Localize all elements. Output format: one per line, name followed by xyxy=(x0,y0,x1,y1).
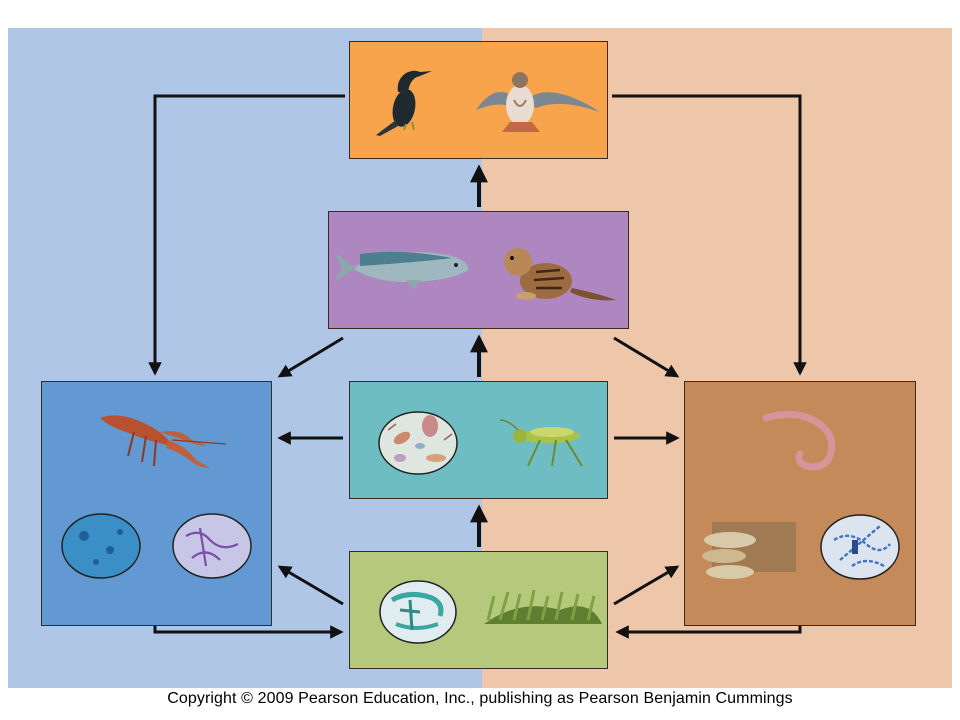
arrow-top-to-right xyxy=(612,94,807,376)
microbe-icon xyxy=(61,513,141,579)
earthworm-icon xyxy=(762,410,836,471)
arrow-left-to-bottom xyxy=(153,625,344,639)
fungi-icon xyxy=(702,522,796,579)
grasshopper-icon xyxy=(499,419,583,467)
arrow-right-to-bottom xyxy=(615,625,802,639)
arrow-mid-to-right xyxy=(613,336,680,378)
cormorant-icon xyxy=(376,70,432,136)
ground-squirrel-icon xyxy=(504,248,616,301)
grass-icon xyxy=(484,589,602,624)
secondary-consumers-box xyxy=(328,211,629,329)
arrow-top-to-left xyxy=(148,94,345,376)
arrow-bottom-to-left xyxy=(277,565,344,606)
decomposers-box xyxy=(684,381,916,626)
phytoplankton-icon xyxy=(379,580,457,644)
hawk-icon xyxy=(476,72,600,132)
fish-icon xyxy=(334,251,469,290)
bacteria-icon xyxy=(820,514,900,580)
microbe-icon xyxy=(172,513,252,579)
arrow-mid-to-left xyxy=(277,336,344,378)
arrow-bottom-to-right xyxy=(613,565,680,606)
zooplankton-icon xyxy=(378,411,458,475)
copyright-footer: Copyright © 2009 Pearson Education, Inc.… xyxy=(167,690,793,707)
detritivores-box xyxy=(41,381,272,626)
crayfish-icon xyxy=(100,415,227,468)
